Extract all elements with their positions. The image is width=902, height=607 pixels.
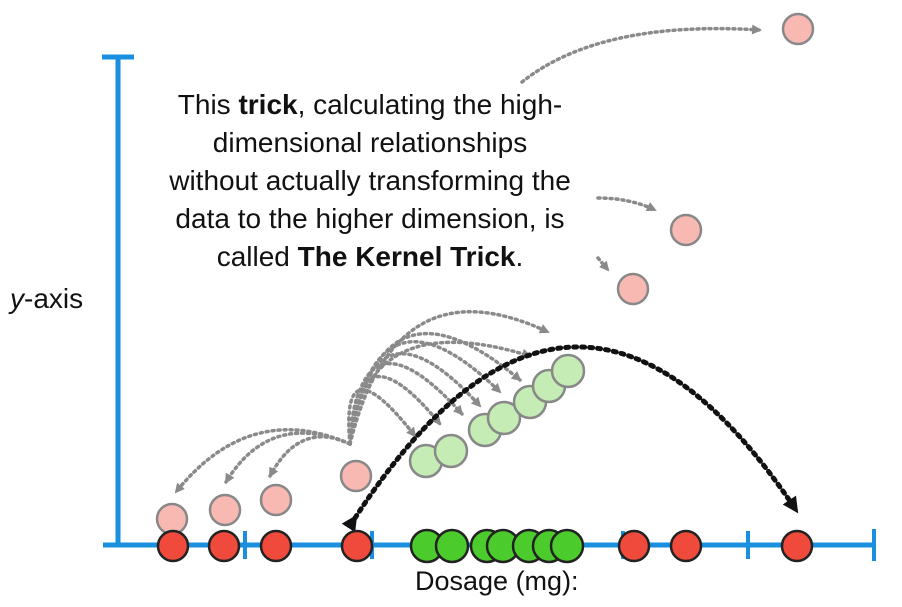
red-point: [156, 529, 190, 563]
black-double-arrow: [341, 344, 799, 533]
dosage-points: [156, 528, 814, 564]
caption-bold-text: The Kernel Trick: [297, 241, 516, 272]
gray-arrow: [348, 361, 464, 446]
gray-arrow: [174, 428, 352, 494]
faded-green-point: [550, 353, 586, 389]
caption-text: .: [515, 241, 524, 272]
red-point: [207, 529, 241, 563]
faded-red-point: [208, 493, 242, 527]
gray-arrow: [596, 256, 610, 272]
red-point: [669, 529, 703, 563]
gray-arrow: [348, 340, 532, 446]
caption-line: data to the higher dimension, is: [175, 203, 565, 234]
gray-arrow: [348, 339, 502, 446]
faded-green-point: [433, 433, 469, 469]
faded-green-point: [486, 400, 522, 436]
faded-red-point: [781, 12, 815, 46]
gray-arrow: [224, 431, 352, 484]
caption-line: This trick, calculating the high-: [120, 86, 620, 124]
faded-red-point: [669, 213, 703, 247]
gray-arrow: [268, 435, 352, 478]
faded-red-point: [155, 502, 189, 536]
red-point: [340, 529, 374, 563]
caption-line: without actually transforming the: [169, 165, 571, 196]
red-point: [780, 529, 814, 563]
kernel-trick-caption: This trick, calculating the high- dimens…: [120, 86, 620, 276]
caption-text: called: [216, 241, 298, 272]
x-axis-label: Dosage (mg):: [415, 566, 579, 596]
red-point: [617, 529, 651, 563]
caption-bold-text: trick: [238, 89, 298, 120]
y-axis-label-rest: -axis: [24, 283, 84, 314]
y-axis-label: y-axis: [10, 283, 83, 315]
transform-arrows: [174, 24, 762, 494]
caption-line: called The Kernel Trick.: [120, 238, 620, 276]
gray-arrow: [596, 196, 657, 212]
caption-line: dimensional relationships: [212, 127, 528, 158]
gray-arrow: [520, 24, 762, 84]
faded-red-point: [616, 272, 650, 306]
green-point: [434, 528, 470, 564]
y-axis-label-italic: y: [10, 283, 24, 314]
faded-red-point: [339, 459, 373, 493]
gray-arrow: [348, 310, 550, 446]
caption-text: This: [177, 89, 239, 120]
red-point: [259, 529, 293, 563]
transformed-points: [155, 12, 815, 536]
gray-arrow: [348, 352, 482, 446]
faded-red-point: [259, 483, 293, 517]
green-point: [549, 528, 585, 564]
caption-text: , calculating the high-: [297, 89, 563, 120]
